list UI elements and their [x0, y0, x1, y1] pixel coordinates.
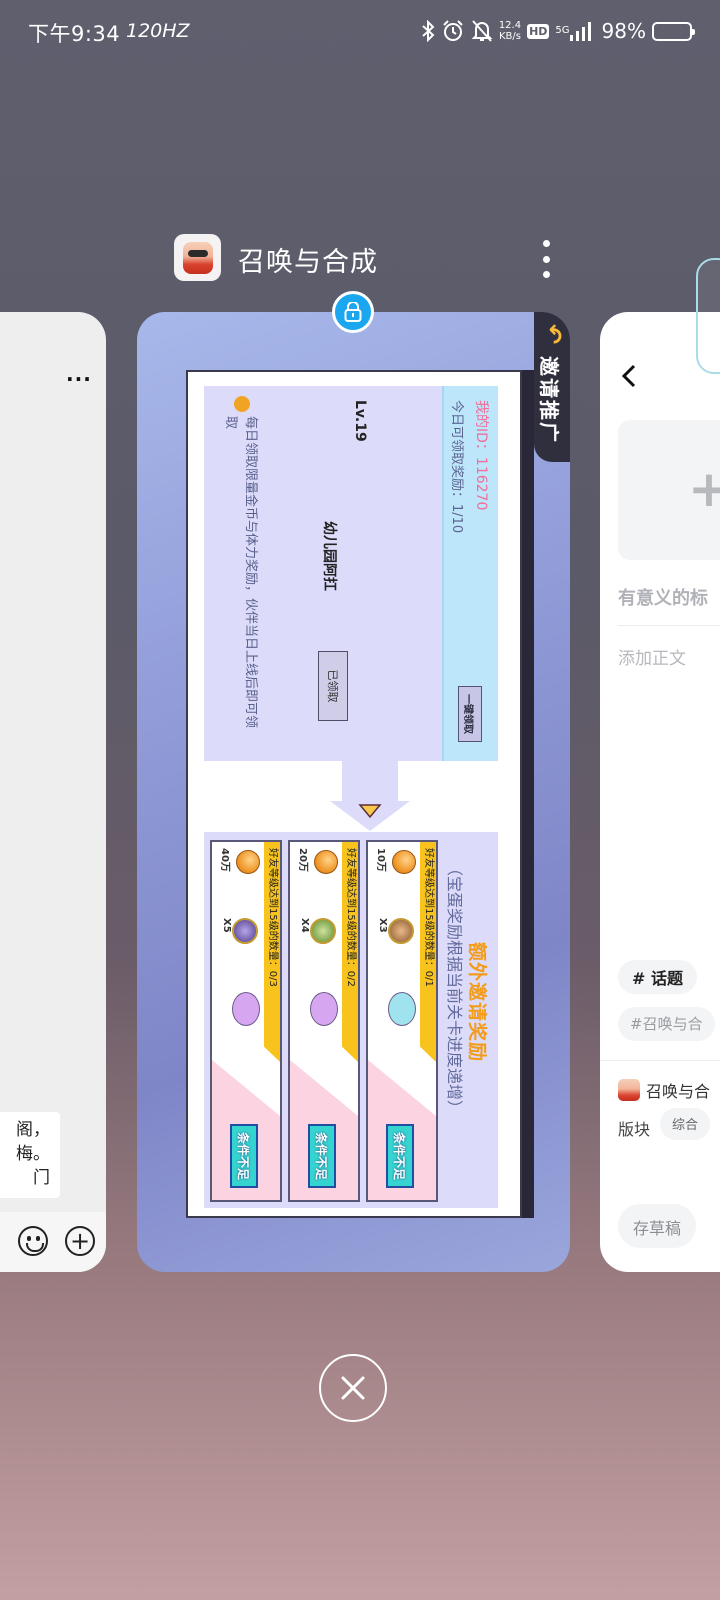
- coin-amount: 10万: [375, 848, 386, 872]
- status-bar: 下午9:34 120HZ 12.4 KB/s HD 5G 98%: [0, 0, 720, 66]
- coin-icon: [314, 850, 338, 874]
- app-row[interactable]: 召唤与合: [618, 1078, 710, 1102]
- recent-card-right[interactable]: + 有意义的标 添加正文 # 话题 #召唤与合 召唤与合 版块 综合 存草稿: [600, 312, 720, 1272]
- recent-card-left[interactable]: ... 阁， 梅。 门 +: [0, 312, 106, 1272]
- more-horizontal-icon[interactable]: ...: [66, 362, 92, 386]
- hero-count: X5: [221, 918, 232, 933]
- reward-row: 好友等级达到15级的数量：0/3 40万 X5 条件不足: [210, 840, 282, 1202]
- divider: [600, 1060, 720, 1061]
- arrow-up-icon: ↶: [539, 324, 567, 345]
- board-chip[interactable]: 综合: [660, 1108, 711, 1140]
- refresh-rate: 120HZ: [126, 20, 190, 42]
- down-arrow-icon: [330, 761, 410, 831]
- claim-all-button[interactable]: 一键领取: [458, 686, 482, 742]
- divider: [618, 625, 720, 626]
- lock-icon[interactable]: [332, 291, 374, 333]
- reward-condition: 好友等级达到15级的数量：0/2: [342, 842, 358, 1062]
- extra-reward-panel: 额外邀请奖励 （宝蛋奖励根据当前关卡进度递增） 好友等级达到15级的数量：0/1…: [204, 832, 498, 1208]
- back-arrow-icon[interactable]: [620, 362, 638, 397]
- friend-name: 幼儿园阿扛: [321, 521, 337, 591]
- friend-level: Lv.19: [352, 400, 368, 442]
- reward-row: 好友等级达到15级的数量：0/1 10万 X3 条件不足: [366, 840, 438, 1202]
- egg-icon: [232, 992, 260, 1026]
- battery-percent: 98%: [601, 19, 646, 43]
- condition-button[interactable]: 条件不足: [230, 1124, 258, 1188]
- board-label: 版块: [618, 1120, 651, 1139]
- app-icon[interactable]: [174, 234, 221, 281]
- daily-claim-count: 今日可领取奖励：1/10: [449, 400, 464, 534]
- tip-text: 每日领取限量金币与体力奖励，伙伴当日上线后即可领取: [223, 416, 258, 729]
- info-icon: [234, 396, 250, 412]
- condition-button[interactable]: 条件不足: [308, 1124, 336, 1188]
- hero-count: X4: [299, 918, 310, 933]
- tag-chip[interactable]: #召唤与合: [618, 1007, 715, 1041]
- condition-button[interactable]: 条件不足: [386, 1124, 414, 1188]
- app-title: 召唤与合成: [238, 247, 378, 278]
- recent-card-center[interactable]: ↶ 邀请推广 我的ID：116270 今日可领取奖励：1/10 一键领取 Lv.…: [137, 312, 570, 1272]
- claimed-button[interactable]: 已领取: [318, 651, 348, 721]
- status-time: 下午9:34: [28, 22, 121, 46]
- title-input[interactable]: 有意义的标: [618, 588, 708, 609]
- invite-tab[interactable]: ↶ 邀请推广: [534, 312, 570, 462]
- my-id: 我的ID：116270: [473, 400, 489, 511]
- game-screenshot: ↶ 邀请推广 我的ID：116270 今日可领取奖励：1/10 一键领取 Lv.…: [137, 312, 570, 1272]
- invite-panel: 我的ID：116270 今日可领取奖励：1/10 一键领取 Lv.19 幼儿园阿…: [186, 370, 522, 1218]
- chat-bubble: 阁， 梅。 门: [0, 1112, 60, 1198]
- coin-amount: 40万: [219, 848, 230, 872]
- reward-row: 好友等级达到15级的数量：0/2 20万 X4 条件不足: [288, 840, 360, 1202]
- emoji-icon[interactable]: [18, 1226, 48, 1256]
- floating-window-edge[interactable]: [696, 258, 720, 374]
- battery-icon: [652, 21, 695, 41]
- egg-icon: [310, 992, 338, 1026]
- more-vertical-icon[interactable]: [536, 240, 556, 278]
- reward-title: 额外邀请奖励: [466, 942, 488, 1063]
- reward-subtitle: （宝蛋奖励根据当前关卡进度递增）: [445, 860, 464, 1117]
- hero-icon: [388, 918, 414, 944]
- coin-icon: [392, 850, 416, 874]
- hero-count: X3: [377, 918, 388, 933]
- mute-bell-icon: [471, 19, 493, 43]
- coin-icon: [236, 850, 260, 874]
- recent-app-header: 召唤与合成: [174, 234, 574, 282]
- topic-chip[interactable]: # 话题: [618, 960, 697, 994]
- hero-icon: [232, 918, 258, 944]
- save-draft-button[interactable]: 存草稿: [618, 1204, 697, 1248]
- plus-icon: +: [688, 460, 720, 518]
- close-icon[interactable]: [319, 1354, 387, 1422]
- hd-icon: HD: [527, 23, 550, 39]
- image-upload[interactable]: +: [618, 420, 720, 560]
- signal-icon: 5G: [555, 21, 595, 41]
- egg-icon: [388, 992, 416, 1026]
- friend-panel: 我的ID：116270 今日可领取奖励：1/10 一键领取 Lv.19 幼儿园阿…: [204, 386, 498, 761]
- network-speed: 12.4 KB/s: [498, 20, 522, 42]
- reward-condition: 好友等级达到15级的数量：0/1: [420, 842, 436, 1062]
- bluetooth-icon: [421, 20, 435, 42]
- body-input[interactable]: 添加正文: [618, 649, 686, 669]
- app-icon: [618, 1079, 640, 1101]
- app-name: 召唤与合: [646, 1082, 711, 1101]
- id-strip: 我的ID：116270 今日可领取奖励：1/10 一键领取: [442, 386, 498, 761]
- reward-condition: 好友等级达到15级的数量：0/3: [264, 842, 280, 1062]
- hero-icon: [310, 918, 336, 944]
- plus-circle-icon[interactable]: +: [65, 1226, 95, 1256]
- coin-amount: 20万: [297, 848, 308, 872]
- alarm-icon: [441, 19, 465, 43]
